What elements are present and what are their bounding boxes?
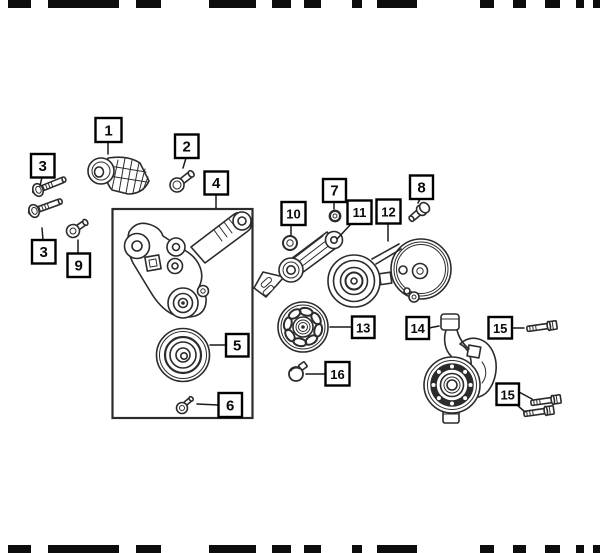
part-8-bolt-drawing — [408, 201, 431, 223]
callout-7[interactable]: 7 — [321, 177, 348, 210]
bottom-border-dashes — [8, 545, 600, 553]
callout-16[interactable]: 16 — [305, 360, 351, 387]
callout-15-top-label: 15 — [493, 321, 507, 336]
part-14-tensioner-drawing — [423, 313, 497, 424]
top-border-dashes — [8, 0, 600, 8]
part-3-bolt-lower-drawing — [27, 198, 64, 219]
callout-1-label: 1 — [104, 123, 112, 140]
callout-9-label: 9 — [75, 258, 83, 275]
callout-7-label: 7 — [330, 183, 338, 200]
part-3-bolt-upper-drawing — [31, 176, 67, 198]
callout-3-upper[interactable]: 3 — [29, 152, 56, 187]
callout-8-label: 8 — [417, 180, 425, 197]
callout-1[interactable]: 1 — [94, 116, 123, 155]
part-13-pulley-drawing — [277, 301, 329, 353]
callout-6-label: 6 — [226, 398, 234, 415]
callout-4[interactable]: 4 — [203, 170, 230, 209]
callout-3-lower[interactable]: 3 — [30, 227, 57, 265]
callout-13[interactable]: 13 — [329, 315, 376, 340]
part-7-ring-drawing — [328, 209, 342, 223]
callout-10[interactable]: 10 — [280, 200, 307, 236]
part-4-frame — [111, 207, 254, 420]
part-16-cap-drawing — [288, 361, 308, 382]
part-15-bolt-mid-drawing — [530, 393, 562, 407]
part-2-bolt-drawing — [169, 169, 195, 193]
callout-9[interactable]: 9 — [66, 239, 92, 279]
callout-2[interactable]: 2 — [173, 133, 200, 169]
part-11-idler-arm-drawing — [253, 230, 344, 298]
callout-12[interactable]: 12 — [375, 198, 402, 242]
part-6-bolt-drawing — [175, 395, 194, 415]
part-15-bolt-bottom-drawing — [523, 404, 555, 418]
callout-13-label: 13 — [356, 321, 370, 336]
callout-14-label: 14 — [410, 321, 425, 336]
callout-15-top[interactable]: 15 — [487, 315, 525, 340]
callout-11-label: 11 — [353, 205, 367, 220]
callout-11[interactable]: 11 — [336, 199, 373, 240]
part-5-pulley-drawing — [155, 327, 211, 383]
callout-12-label: 12 — [381, 205, 395, 220]
callout-14[interactable]: 14 — [405, 315, 440, 341]
callout-15-bottom-label: 15 — [500, 388, 514, 403]
callout-3-lower-label: 3 — [40, 244, 48, 261]
callout-5[interactable]: 5 — [209, 332, 250, 358]
part-9-stud-drawing — [65, 218, 89, 239]
callout-16-label: 16 — [330, 367, 344, 382]
part-4-tensioner-assembly-drawing — [123, 211, 252, 319]
callout-6[interactable]: 6 — [196, 391, 244, 419]
part-10-ring-drawing — [282, 235, 298, 251]
part-1-tensioner-drawing — [87, 156, 150, 195]
part-15-bolt-top-drawing — [526, 319, 558, 333]
callout-8[interactable]: 8 — [408, 174, 435, 204]
callout-15-bottom[interactable]: 15 — [495, 382, 533, 413]
callout-3-upper-label: 3 — [39, 158, 47, 175]
part-12-tensioner-drawing — [327, 238, 452, 308]
callout-2-label: 2 — [183, 139, 191, 156]
callout-10-label: 10 — [286, 207, 300, 222]
callout-5-label: 5 — [233, 338, 241, 355]
callout-4-label: 4 — [212, 175, 221, 192]
